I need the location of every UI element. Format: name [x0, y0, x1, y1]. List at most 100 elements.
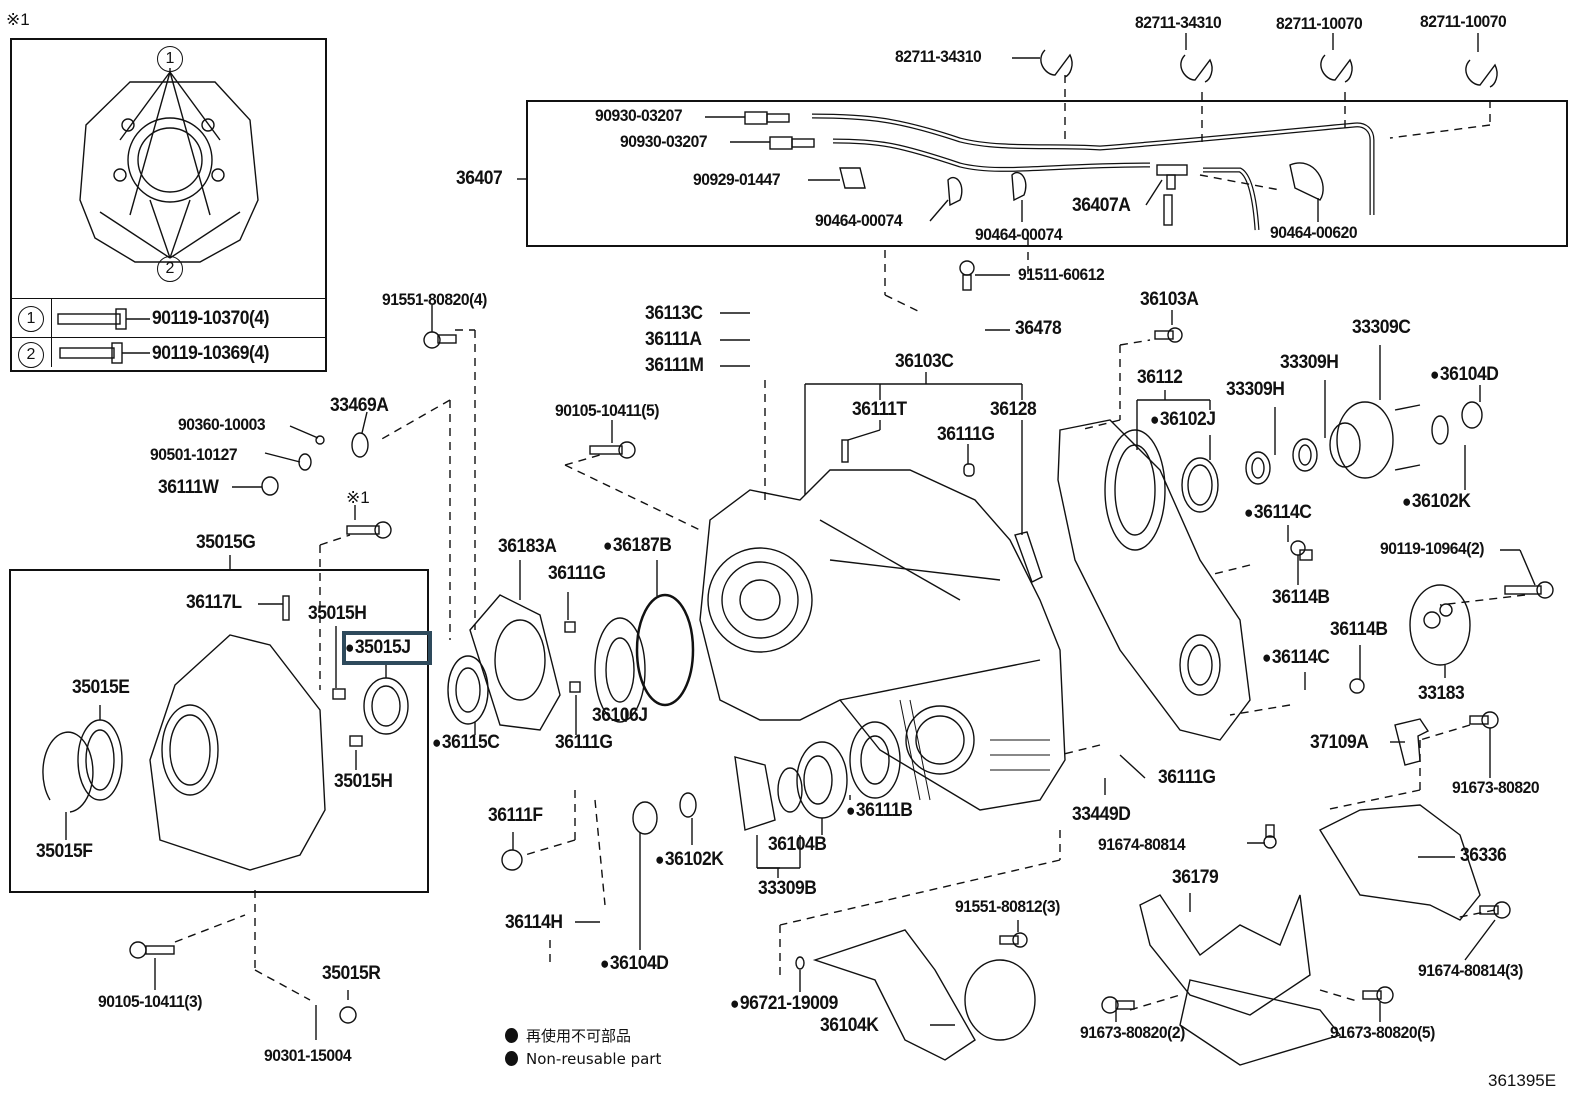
- part-label[interactable]: 90464-00620: [1270, 223, 1358, 242]
- part-label[interactable]: 36128: [990, 399, 1037, 420]
- highlighted-part-label[interactable]: 35015J: [345, 638, 411, 657]
- part-label[interactable]: 36111G: [937, 424, 995, 445]
- inset-housing-drawing: [79, 71, 259, 263]
- part-label[interactable]: 91551-80820(4): [382, 290, 487, 309]
- part-label[interactable]: 37109A: [1310, 732, 1369, 753]
- part-label-non-reusable[interactable]: 36115C: [432, 733, 500, 752]
- part-label[interactable]: 33449D: [1072, 804, 1131, 825]
- part-label[interactable]: 35015E: [72, 677, 130, 698]
- part-label[interactable]: 90119-10369(4): [152, 343, 269, 364]
- part-label-non-reusable[interactable]: 36111B: [846, 801, 913, 820]
- part-label[interactable]: 90119-10964(2): [1380, 539, 1485, 558]
- part-label[interactable]: 35015F: [36, 841, 93, 862]
- part-label[interactable]: 90119-10370(4): [152, 308, 269, 329]
- group-label-35015G[interactable]: 35015G: [196, 532, 256, 553]
- part-label[interactable]: 33309H: [1226, 379, 1285, 400]
- part-label[interactable]: 36104B: [768, 834, 827, 855]
- part-label[interactable]: 90301-15004: [264, 1046, 352, 1065]
- part-label[interactable]: 90464-00074: [975, 225, 1063, 244]
- part-label[interactable]: 36111T: [852, 399, 907, 420]
- part-label[interactable]: 33469A: [330, 395, 389, 416]
- part-label[interactable]: 36111W: [158, 477, 219, 498]
- part-label[interactable]: 90501-10127: [150, 445, 238, 464]
- part-label[interactable]: 35015H: [334, 771, 393, 792]
- bolt-icon-2: [59, 347, 115, 359]
- part-label[interactable]: 36104K: [820, 1015, 879, 1036]
- bolt-icon-1: [57, 313, 121, 325]
- part-label[interactable]: 36114B: [1272, 587, 1330, 608]
- part-label[interactable]: 36111M: [645, 355, 704, 376]
- legend-english: Non-reusable part: [505, 1050, 661, 1068]
- part-label[interactable]: 91674-80814(3): [1418, 961, 1523, 980]
- part-label[interactable]: 36179: [1172, 867, 1219, 888]
- part-label[interactable]: 33309C: [1352, 317, 1411, 338]
- inset-table-column-divider: [51, 299, 52, 367]
- part-label[interactable]: 36114B: [1330, 619, 1388, 640]
- part-label[interactable]: 90105-10411(5): [555, 401, 660, 420]
- part-label[interactable]: 36106J: [592, 705, 648, 726]
- group-label-36103C[interactable]: 36103C: [895, 351, 954, 372]
- legend-text-english: Non-reusable part: [526, 1050, 662, 1068]
- part-label[interactable]: 36478: [1015, 318, 1062, 339]
- part-label[interactable]: 91511-60612: [1018, 265, 1105, 284]
- part-label[interactable]: 33309H: [1280, 352, 1339, 373]
- part-label[interactable]: 82711-34310: [895, 47, 982, 66]
- part-label[interactable]: 82711-10070: [1276, 14, 1363, 33]
- group-label-36112[interactable]: 36112: [1137, 367, 1183, 388]
- part-label[interactable]: 36111G: [1158, 767, 1216, 788]
- group-label-36407[interactable]: 36407: [456, 168, 503, 189]
- part-label[interactable]: 33183: [1418, 683, 1465, 704]
- part-label-non-reusable[interactable]: 96721-19009: [730, 994, 838, 1013]
- highlighted-part-frame: [342, 631, 432, 665]
- part-label[interactable]: 91673-80820: [1452, 778, 1540, 797]
- part-label[interactable]: 36111G: [548, 563, 606, 584]
- part-label[interactable]: 91673-80820(2): [1080, 1023, 1185, 1042]
- part-label[interactable]: 90105-10411(3): [98, 992, 203, 1011]
- part-label[interactable]: 90930-03207: [595, 106, 683, 125]
- inset-table-divider: [12, 298, 325, 299]
- part-label-non-reusable[interactable]: 36102K: [1402, 492, 1471, 511]
- part-label[interactable]: 91674-80814: [1098, 835, 1186, 854]
- part-label-non-reusable[interactable]: 36102K: [655, 850, 724, 869]
- note-reference: ※1: [346, 488, 370, 507]
- group-label-33309B[interactable]: 33309B: [758, 878, 817, 899]
- non-reusable-marker-icon: [505, 1051, 518, 1066]
- part-label-non-reusable[interactable]: 36104D: [1430, 365, 1499, 384]
- part-label[interactable]: 90929-01447: [693, 170, 781, 189]
- table-key-2: 2: [18, 342, 44, 368]
- part-label[interactable]: 36111F: [488, 805, 543, 826]
- figure-code: 361395E: [1488, 1071, 1557, 1090]
- part-label[interactable]: 36111G: [555, 732, 613, 753]
- part-label[interactable]: 36407A: [1072, 195, 1131, 216]
- part-label-non-reusable[interactable]: 36114C: [1244, 503, 1312, 522]
- part-label-non-reusable[interactable]: 36104D: [600, 954, 669, 973]
- part-label[interactable]: 35015R: [322, 963, 381, 984]
- inset-title: ※1: [6, 10, 30, 29]
- part-label[interactable]: 36183A: [498, 536, 557, 557]
- part-label[interactable]: 36336: [1460, 845, 1507, 866]
- callout-2: 2: [157, 256, 183, 282]
- part-label[interactable]: 36117L: [186, 592, 242, 613]
- part-label[interactable]: 90360-10003: [178, 415, 266, 434]
- part-label-non-reusable[interactable]: 36187B: [603, 536, 672, 555]
- part-label[interactable]: 82711-10070: [1420, 12, 1507, 31]
- part-label-non-reusable[interactable]: 36114C: [1262, 648, 1330, 667]
- inset-panel: [10, 38, 327, 372]
- part-label[interactable]: 36103A: [1140, 289, 1199, 310]
- part-label[interactable]: 36111A: [645, 329, 702, 350]
- bolts: [129, 260, 1554, 1024]
- part-label[interactable]: 90930-03207: [620, 132, 708, 151]
- part-label[interactable]: 91673-80820(5): [1330, 1023, 1435, 1042]
- part-label[interactable]: 91551-80812(3): [955, 897, 1060, 916]
- part-label[interactable]: 36113C: [645, 303, 703, 324]
- transfer-case-housing-drawing: [699, 439, 1066, 811]
- table-key-1: 1: [18, 306, 44, 332]
- part-label[interactable]: 36114H: [505, 912, 563, 933]
- part-label-non-reusable[interactable]: 36102J: [1150, 410, 1216, 429]
- part-label[interactable]: 35015H: [308, 603, 367, 624]
- inset-table-divider: [12, 337, 325, 338]
- part-label[interactable]: 82711-34310: [1135, 13, 1222, 32]
- legend-text-japanese: 再使用不可部品: [526, 1027, 632, 1045]
- part-label[interactable]: 90464-00074: [815, 211, 903, 230]
